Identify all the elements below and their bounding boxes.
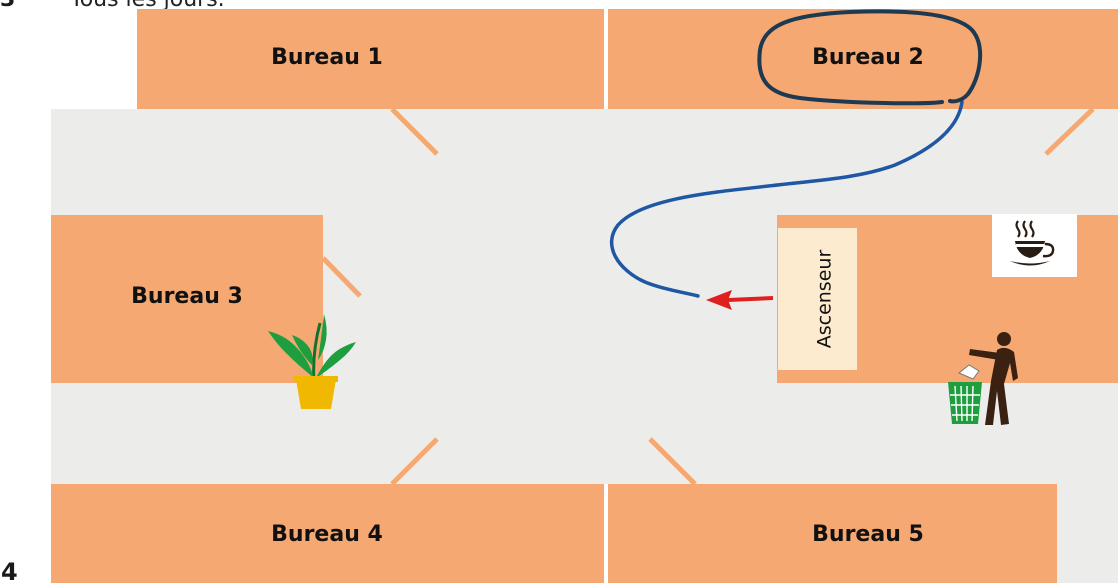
door-bureau-3 xyxy=(321,256,362,298)
doors xyxy=(321,107,1095,486)
door-bureau-1 xyxy=(390,107,439,156)
label-bureau-2: Bureau 2 xyxy=(812,45,924,70)
label-bureau-1: Bureau 1 xyxy=(271,45,383,70)
arrow-icon xyxy=(706,290,774,310)
room-bureau-4 xyxy=(51,484,604,583)
room-bureau-5 xyxy=(608,484,1057,583)
coffee-cup-icon xyxy=(992,214,1077,277)
recycling-person-icon xyxy=(948,332,1018,425)
route-path xyxy=(609,100,964,298)
room-bureau-3 xyxy=(51,215,323,383)
room-bureau-1 xyxy=(137,9,604,109)
label-bureau-4: Bureau 4 xyxy=(271,522,383,547)
exercise-number: 3 xyxy=(0,0,70,14)
elevator-box xyxy=(778,228,857,370)
room-bureau-2 xyxy=(608,9,1118,109)
label-bureau-3: Bureau 3 xyxy=(131,284,243,309)
page-number: 4 xyxy=(1,558,18,586)
plant-icon xyxy=(268,314,356,409)
door-bureau-4 xyxy=(390,437,439,486)
wall-bottom xyxy=(604,484,608,583)
wall-top xyxy=(604,9,608,109)
door-bureau-5 xyxy=(648,437,697,486)
elevator-label: Ascenseur xyxy=(814,250,836,349)
door-bureau-2 xyxy=(1044,107,1095,156)
blank-corner xyxy=(51,9,137,109)
highlight-circle xyxy=(757,9,983,106)
label-bureau-5: Bureau 5 xyxy=(812,522,924,547)
